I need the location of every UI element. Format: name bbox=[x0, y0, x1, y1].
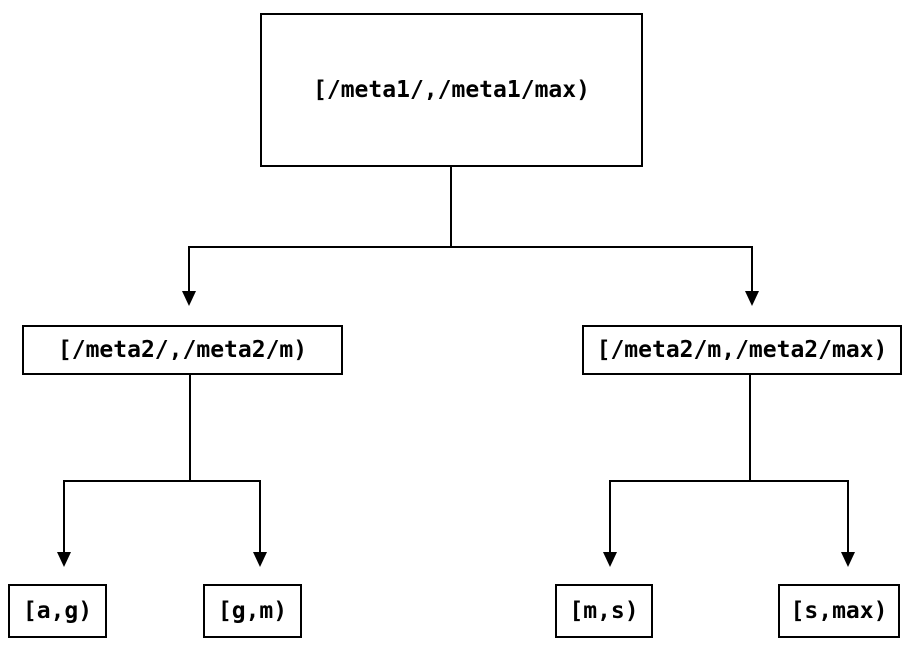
edge-meta2-high-to-leaf-smax-drop bbox=[847, 480, 849, 553]
node-leaf-m-s: [m,s) bbox=[555, 584, 653, 638]
node-label: [/meta2/m,/meta2/max) bbox=[596, 337, 888, 363]
arrow-down-icon bbox=[57, 552, 71, 567]
arrow-down-icon bbox=[841, 552, 855, 567]
node-leaf-s-max: [s,max) bbox=[778, 584, 900, 638]
node-meta2-high-interval: [/meta2/m,/meta2/max) bbox=[582, 325, 902, 375]
arrow-down-icon bbox=[182, 291, 196, 306]
arrow-down-icon bbox=[253, 552, 267, 567]
arrow-down-icon bbox=[745, 291, 759, 306]
node-label: [g,m) bbox=[217, 598, 288, 624]
edge-root-stem bbox=[450, 167, 452, 246]
node-label: [m,s) bbox=[569, 598, 639, 624]
node-leaf-g-m: [g,m) bbox=[203, 584, 302, 638]
edge-meta2-low-stem bbox=[189, 375, 191, 481]
node-root-interval: [/meta1/,/meta1/max) bbox=[260, 13, 643, 167]
edge-meta2-low-to-leaf-gm-drop bbox=[259, 480, 261, 553]
edge-meta2-high-rail bbox=[609, 480, 849, 482]
edge-root-to-meta2-high-drop bbox=[751, 246, 753, 292]
node-meta2-low-interval: [/meta2/,/meta2/m) bbox=[22, 325, 343, 375]
node-label: [s,max) bbox=[790, 598, 888, 624]
node-leaf-a-g: [a,g) bbox=[8, 584, 107, 638]
arrow-down-icon bbox=[603, 552, 617, 567]
edge-meta2-low-to-leaf-ag-drop bbox=[63, 480, 65, 553]
edge-meta2-high-to-leaf-ms-drop bbox=[609, 480, 611, 553]
edge-root-to-meta2-low-drop bbox=[188, 246, 190, 292]
edge-root-rail bbox=[188, 246, 753, 248]
edge-meta2-low-rail bbox=[63, 480, 261, 482]
node-label: [/meta2/,/meta2/m) bbox=[57, 337, 308, 363]
node-label: [a,g) bbox=[22, 598, 93, 624]
node-label: [/meta1/,/meta1/max) bbox=[313, 77, 590, 103]
edge-meta2-high-stem bbox=[749, 375, 751, 481]
